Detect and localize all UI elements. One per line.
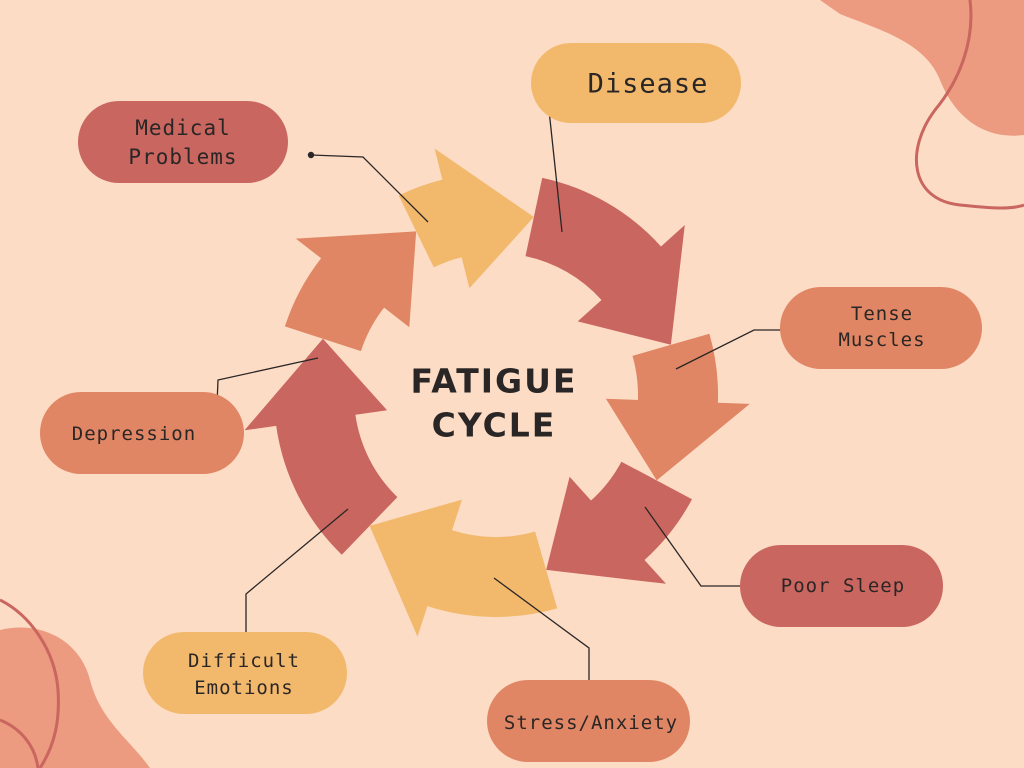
cycle-arrows	[244, 148, 750, 637]
cycle-arrow-yellow-bottom	[369, 499, 558, 637]
cycle-arrow-red-right	[546, 461, 692, 584]
label-tense-muscles-line-2: Muscles	[838, 329, 925, 351]
pill-difficult-emotions	[143, 632, 347, 714]
label-difficult-emotions: Difficult Emotions	[143, 632, 347, 714]
label-difficult-emotions-line-1: Difficult	[188, 650, 300, 672]
pill-depression	[40, 392, 244, 474]
label-depression: Depression	[40, 392, 244, 474]
pill-tense-muscles	[780, 287, 982, 369]
cycle-arrow-red-top	[525, 177, 685, 345]
pill-disease	[531, 43, 741, 123]
label-stress-anxiety: Stress/Anxiety	[487, 680, 690, 762]
label-difficult-emotions-line-2: Emotions	[194, 677, 294, 699]
label-disease: Disease	[531, 43, 741, 123]
bottom-left-blob	[0, 627, 150, 768]
label-tense-muscles: Tense Muscles	[780, 287, 982, 369]
leader-medical-problems	[310, 154, 429, 223]
leader-difficult-emotions	[245, 508, 349, 638]
bottom-left-blob-line	[0, 598, 60, 768]
label-medical-problems-line-2: Problems	[128, 145, 237, 169]
title-line-2: CYCLE	[432, 406, 557, 445]
label-tense-muscles-line-1: Tense	[851, 303, 913, 325]
label-stress-anxiety-text: Stress/Anxiety	[504, 712, 678, 734]
cycle-arrow-red-bottomleft	[244, 338, 398, 555]
label-depression-text: Depression	[72, 423, 196, 445]
cycle-arrow-orange-right	[605, 333, 750, 481]
leader-dot-medical-problems	[307, 151, 315, 159]
label-poor-sleep: Poor Sleep	[740, 545, 943, 627]
cycle-arrow-yellow-topleft	[398, 148, 534, 289]
title-line-1: FATIGUE	[411, 362, 578, 401]
center-title: FATIGUE CYCLE	[411, 362, 578, 445]
label-poor-sleep-text: Poor Sleep	[781, 575, 905, 597]
leader-poor-sleep	[644, 506, 757, 587]
top-right-blob	[820, 0, 1024, 136]
pill-medical-problems	[78, 101, 288, 183]
label-pills: Disease Medical Problems Tense Muscles D…	[40, 43, 982, 762]
label-disease-text: Disease	[588, 69, 709, 100]
cycle-arrow-orange-left	[284, 231, 417, 352]
pill-poor-sleep	[740, 545, 943, 627]
label-medical-problems: Medical Problems	[78, 101, 288, 183]
top-right-blob-line	[914, 0, 1024, 210]
label-medical-problems-line-1: Medical	[135, 116, 231, 140]
pill-stress-anxiety	[487, 680, 690, 762]
